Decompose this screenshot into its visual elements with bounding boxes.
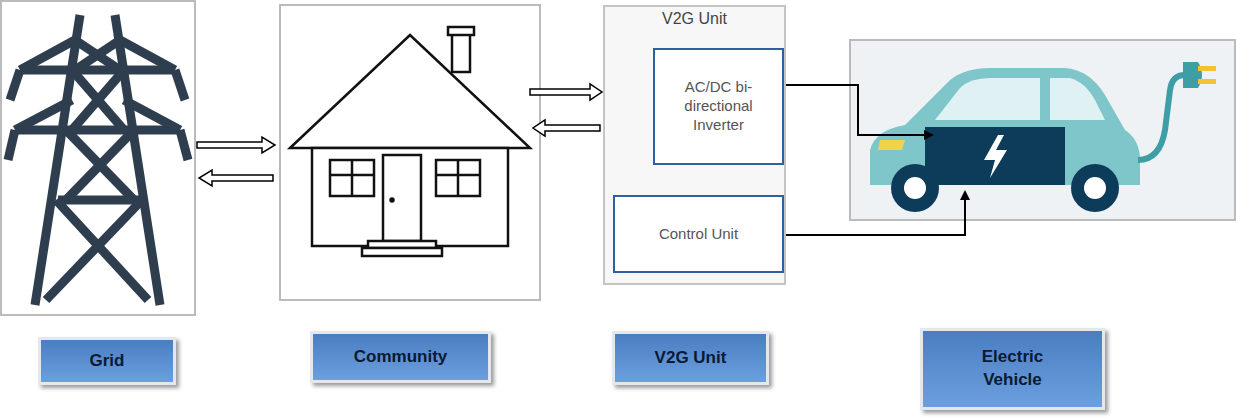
electric-vehicle: [850, 40, 1235, 220]
node-label: Community: [354, 346, 448, 369]
control-unit-box: Control Unit: [613, 195, 784, 273]
node-label: V2G Unit: [605, 10, 784, 28]
node-label: AC/DC bi-directional Inverter: [661, 78, 776, 134]
v2g-unit-box: V2G UnitAC/DC bi-directional InverterCon…: [603, 5, 786, 285]
node-label: Grid: [90, 350, 125, 373]
community-house: [280, 5, 540, 300]
power-flow-arrow: [197, 137, 275, 186]
power-flow-arrow: [530, 84, 602, 136]
node-label: Electric Vehicle: [963, 346, 1062, 392]
grid-tower: [1, 1, 195, 315]
caption-tag: Grid: [38, 337, 176, 385]
caption-tag: V2G Unit: [612, 331, 769, 385]
caption-tag: Electric Vehicle: [920, 328, 1105, 410]
inverter-box: AC/DC bi-directional Inverter: [653, 48, 784, 165]
node-label: Control Unit: [659, 225, 738, 244]
caption-tag: Community: [310, 331, 491, 383]
node-label: V2G Unit: [655, 347, 727, 370]
